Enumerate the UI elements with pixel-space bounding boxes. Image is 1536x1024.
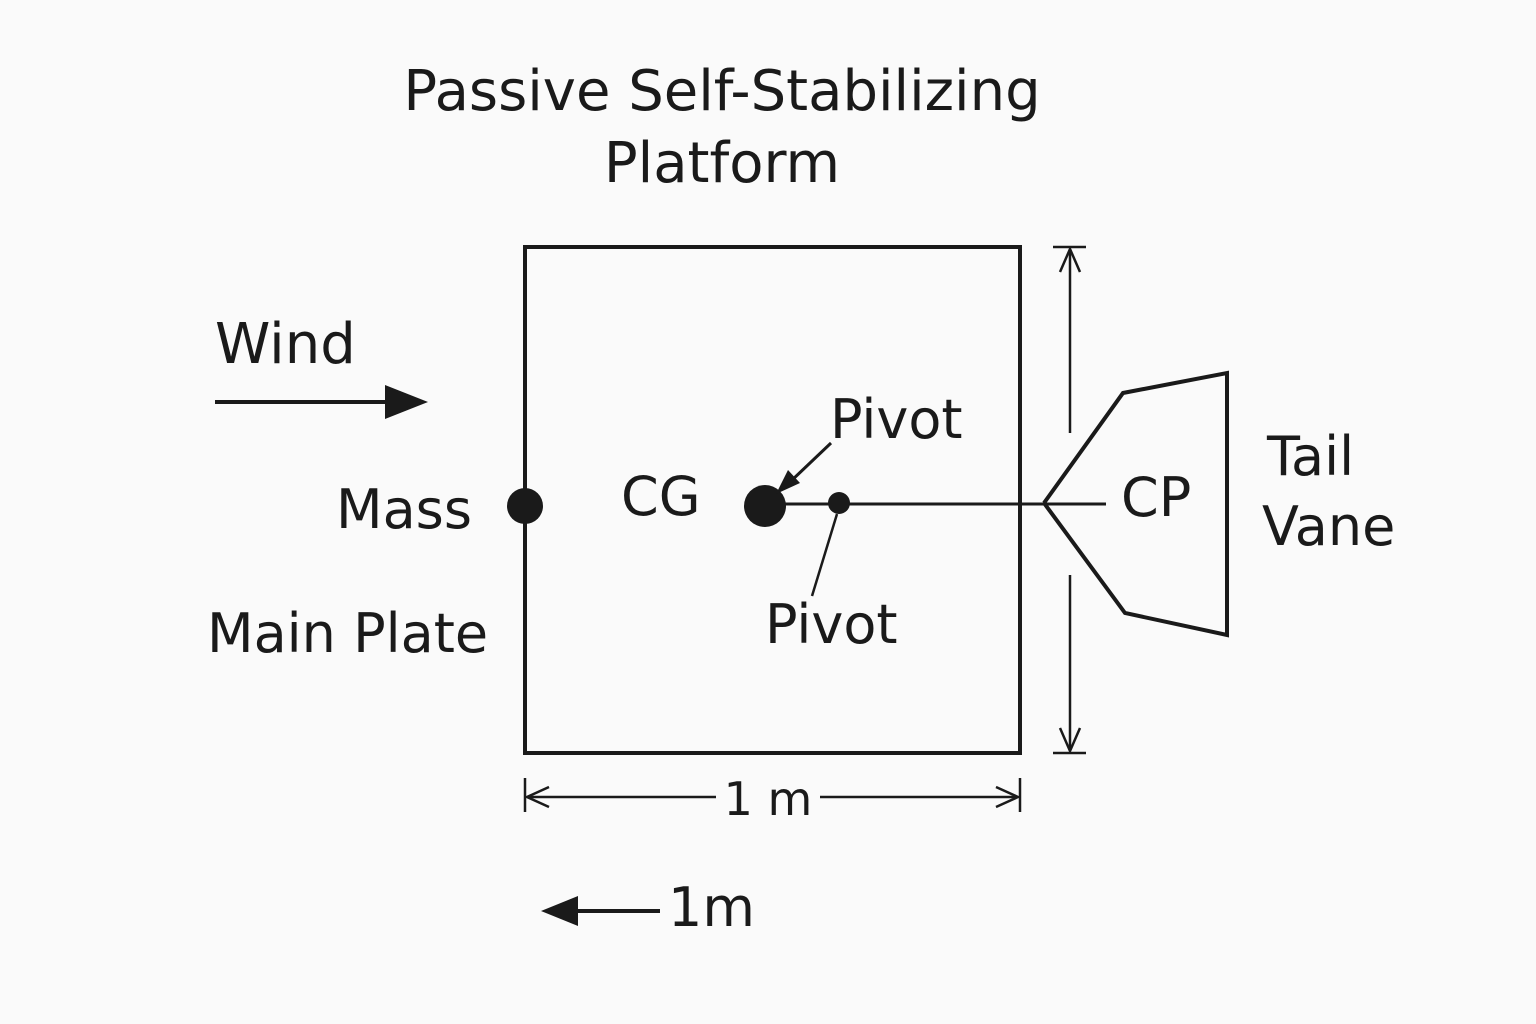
cg-dot [744, 485, 786, 527]
pivot-label-upper: Pivot [830, 388, 963, 451]
wind-arrow [215, 385, 428, 419]
cp-label: CP [1121, 466, 1191, 529]
vertical-dimension [1053, 245, 1086, 755]
pivot-pointer-arrow [776, 441, 833, 494]
horizontal-dimension [523, 778, 1022, 812]
cg-label: CG [621, 465, 701, 528]
title-line-1: Passive Self-Stabilizing [403, 59, 1040, 124]
tail-label-line-2: Vane [1262, 495, 1395, 558]
scale-label: 1m [668, 876, 755, 939]
mass-label: Mass [336, 478, 472, 541]
title-line-2: Platform [604, 131, 840, 196]
main-plate-label: Main Plate [207, 602, 488, 665]
scale-arrow [541, 896, 660, 926]
pivot-leader-line [810, 513, 839, 597]
mass-dot [507, 488, 543, 524]
pivot-label-lower: Pivot [765, 593, 898, 656]
tail-label-line-1: Tail [1266, 425, 1354, 488]
tail-vane-outline [1042, 370, 1229, 638]
width-dimension-label: 1 m [724, 772, 813, 826]
pivot-dot [828, 492, 850, 514]
wind-label: Wind [215, 312, 356, 377]
